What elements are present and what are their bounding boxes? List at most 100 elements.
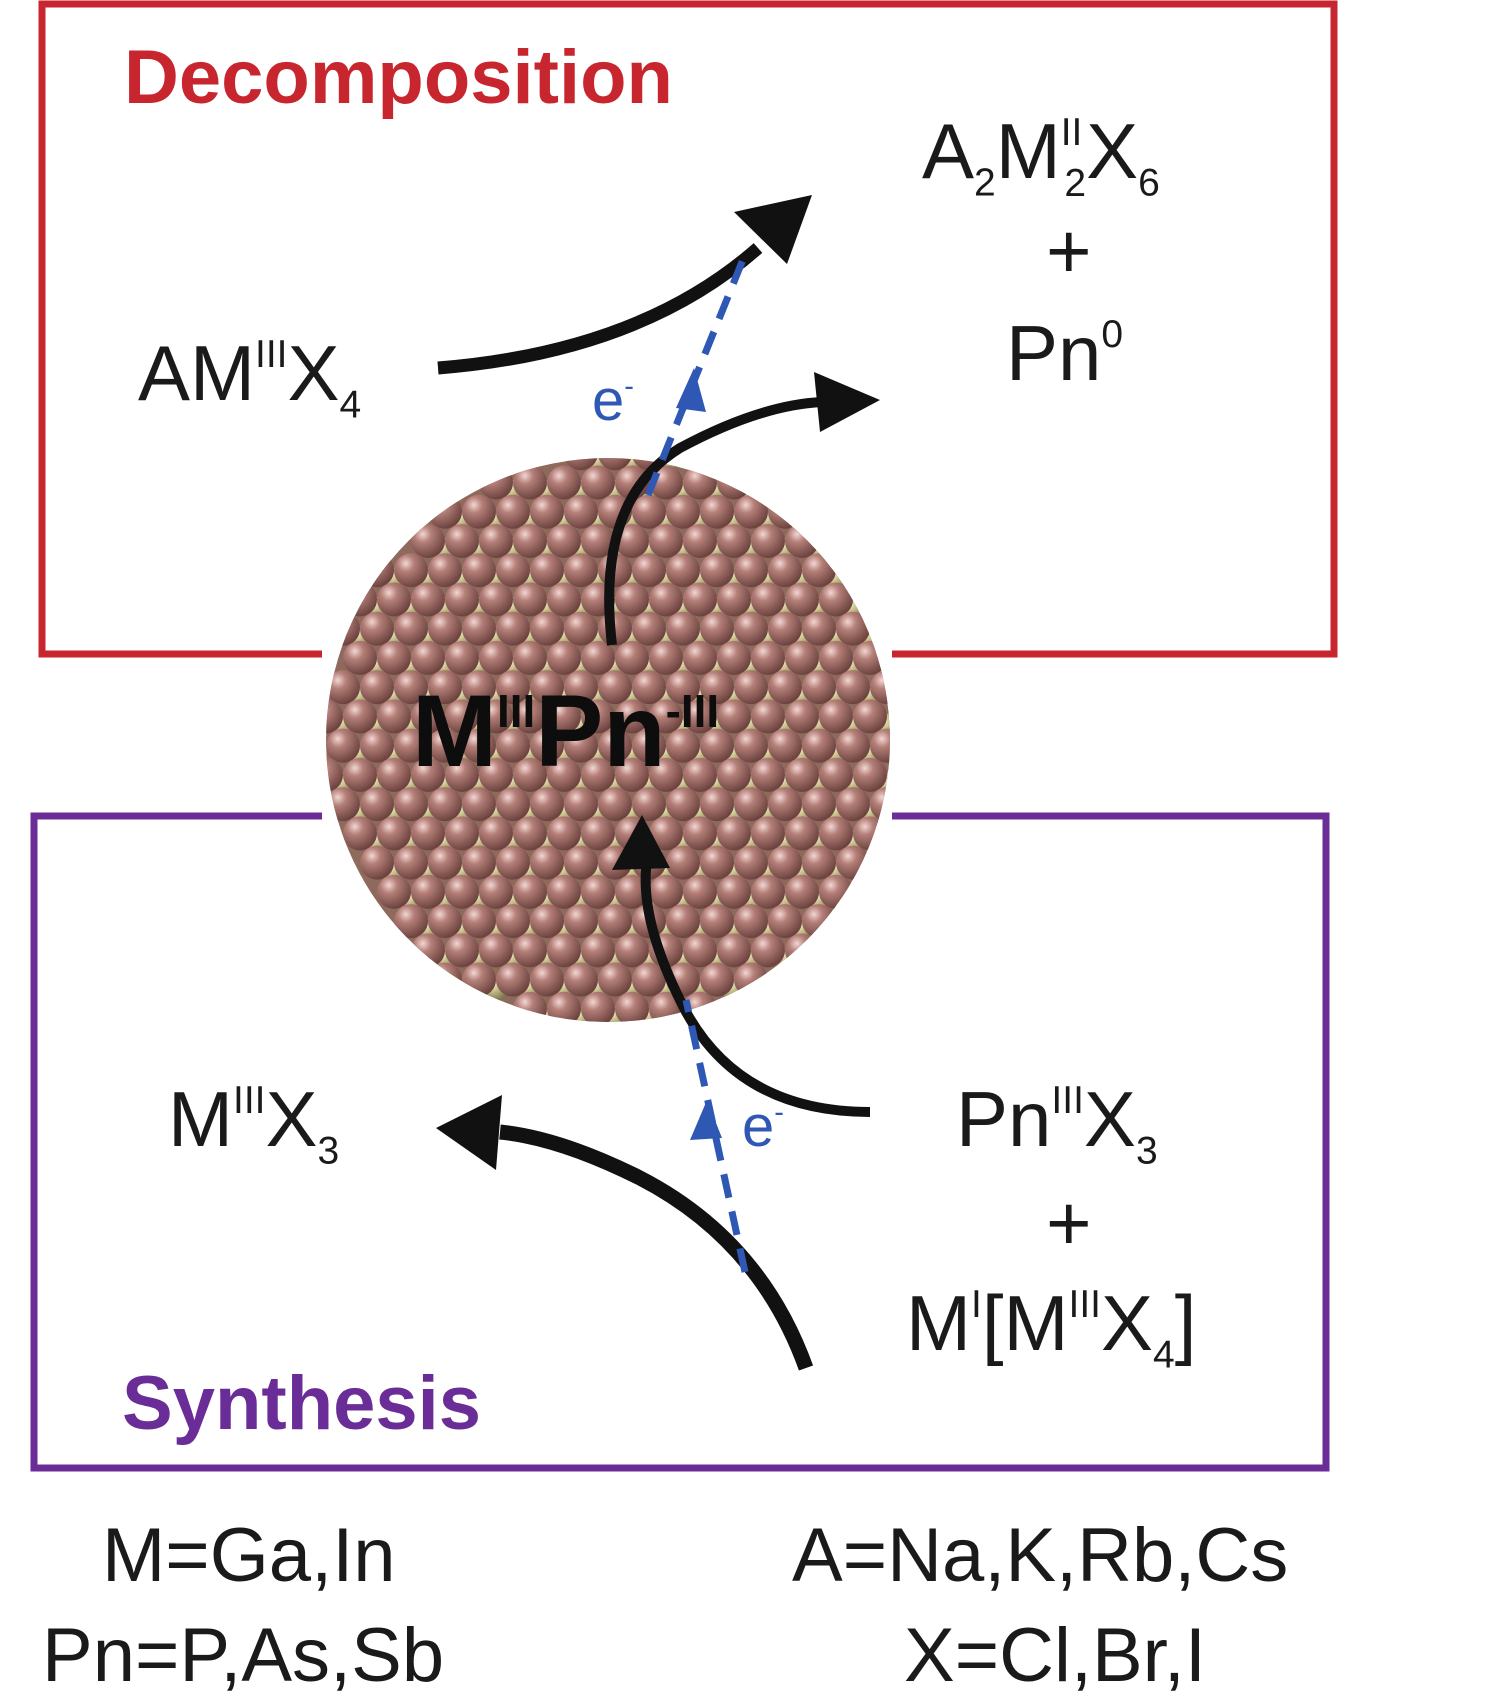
decomposition-box (38, 0, 1338, 658)
atom-large (581, 699, 615, 734)
atom-large (394, 611, 428, 646)
atom-large (564, 458, 598, 471)
atom-large (666, 787, 700, 822)
atom-large (411, 757, 445, 792)
atom-large (513, 933, 547, 968)
atom-large (751, 757, 785, 792)
atom-large (564, 904, 598, 939)
atom-large (479, 874, 513, 909)
atom-large (700, 611, 734, 646)
atom-large (717, 933, 751, 968)
atom-small (858, 860, 882, 885)
atom-large (360, 670, 394, 705)
atom-large (734, 962, 768, 997)
atom-large (632, 670, 666, 705)
atom-large (564, 611, 598, 646)
atom-large (479, 699, 513, 734)
atom-large (513, 699, 547, 734)
atom-large (751, 523, 785, 558)
synthesis-electron-base: e (742, 1094, 775, 1159)
atom-large (768, 904, 802, 939)
center-base2: Pn (535, 674, 666, 788)
atom-large (479, 465, 513, 500)
atom-large (411, 699, 445, 734)
atom-large (326, 728, 360, 763)
atom-large (836, 787, 870, 822)
atom-large (581, 640, 615, 675)
atom-large (360, 728, 394, 763)
atom-large (819, 757, 853, 792)
atom-large (734, 494, 768, 529)
atom-large (598, 458, 632, 471)
atom-large (615, 757, 649, 792)
synthesis-box (30, 812, 1330, 1472)
atom-large (785, 933, 819, 968)
synthesis-electron-sup: - (774, 1096, 784, 1129)
atom-large (717, 582, 751, 617)
atom-large (598, 904, 632, 939)
atom-small (875, 830, 890, 855)
atom-large (343, 816, 377, 851)
atom-large (870, 670, 890, 705)
decomposition-arrow-reactant (437, 243, 763, 375)
atom-large (666, 904, 700, 939)
atom-large (785, 582, 819, 617)
atom-large (598, 728, 632, 763)
atom-large (683, 757, 717, 792)
atom-large (632, 787, 666, 822)
atom-large (513, 816, 547, 851)
atom-large (717, 757, 751, 792)
synthesis-title: Synthesis (122, 1361, 482, 1446)
atom-large (394, 728, 428, 763)
atom-large (445, 933, 479, 968)
atom-large (615, 991, 649, 1022)
atom-large (785, 640, 819, 675)
atom-large (683, 699, 717, 734)
atom-large (751, 699, 785, 734)
atom-large (411, 523, 445, 558)
atom-large (394, 845, 428, 880)
atom-large (768, 611, 802, 646)
atom-large (734, 728, 768, 763)
atom-large (768, 553, 802, 588)
synthesis-reactant1: PnIIIX3 (956, 1080, 1158, 1171)
product2-sup: 0 (1101, 312, 1124, 356)
atom-large (445, 874, 479, 909)
atom-large (496, 611, 530, 646)
reactant-sup: III (255, 332, 288, 376)
atom-large (632, 962, 666, 997)
atom-large (802, 611, 836, 646)
synthesis-arrow-product-head (436, 1095, 502, 1170)
atom-large (700, 553, 734, 588)
atom-large (751, 582, 785, 617)
atom-large (700, 728, 734, 763)
decomposition-electron-label: e- (592, 372, 634, 430)
synthesis-arrow-product (499, 1124, 814, 1371)
synthesis-electron-label: e- (742, 1098, 784, 1156)
center-label: MIIIPn-III (412, 680, 719, 782)
product1-m-sub: 2 (1064, 161, 1087, 205)
decomposition-plus: + (1046, 207, 1092, 295)
atom-large (802, 553, 836, 588)
atom-large (717, 699, 751, 734)
atom-small (756, 977, 780, 1002)
synthesis-reactant1-sub: 3 (1135, 1129, 1158, 1173)
atom-large (734, 670, 768, 705)
center-sup2: -III (665, 685, 720, 737)
atom-large (411, 874, 445, 909)
atom-large (700, 670, 734, 705)
atom-large (649, 699, 683, 734)
atom-large (394, 553, 428, 588)
atom-large (513, 582, 547, 617)
atom-large (496, 728, 530, 763)
atom-large (394, 787, 428, 822)
atom-large (768, 494, 802, 529)
atom-large (581, 757, 615, 792)
atom-large (547, 640, 581, 675)
atom-large (462, 962, 496, 997)
atom-large (717, 465, 751, 500)
atom-large (377, 582, 411, 617)
atom-large (496, 670, 530, 705)
atom-large (751, 874, 785, 909)
